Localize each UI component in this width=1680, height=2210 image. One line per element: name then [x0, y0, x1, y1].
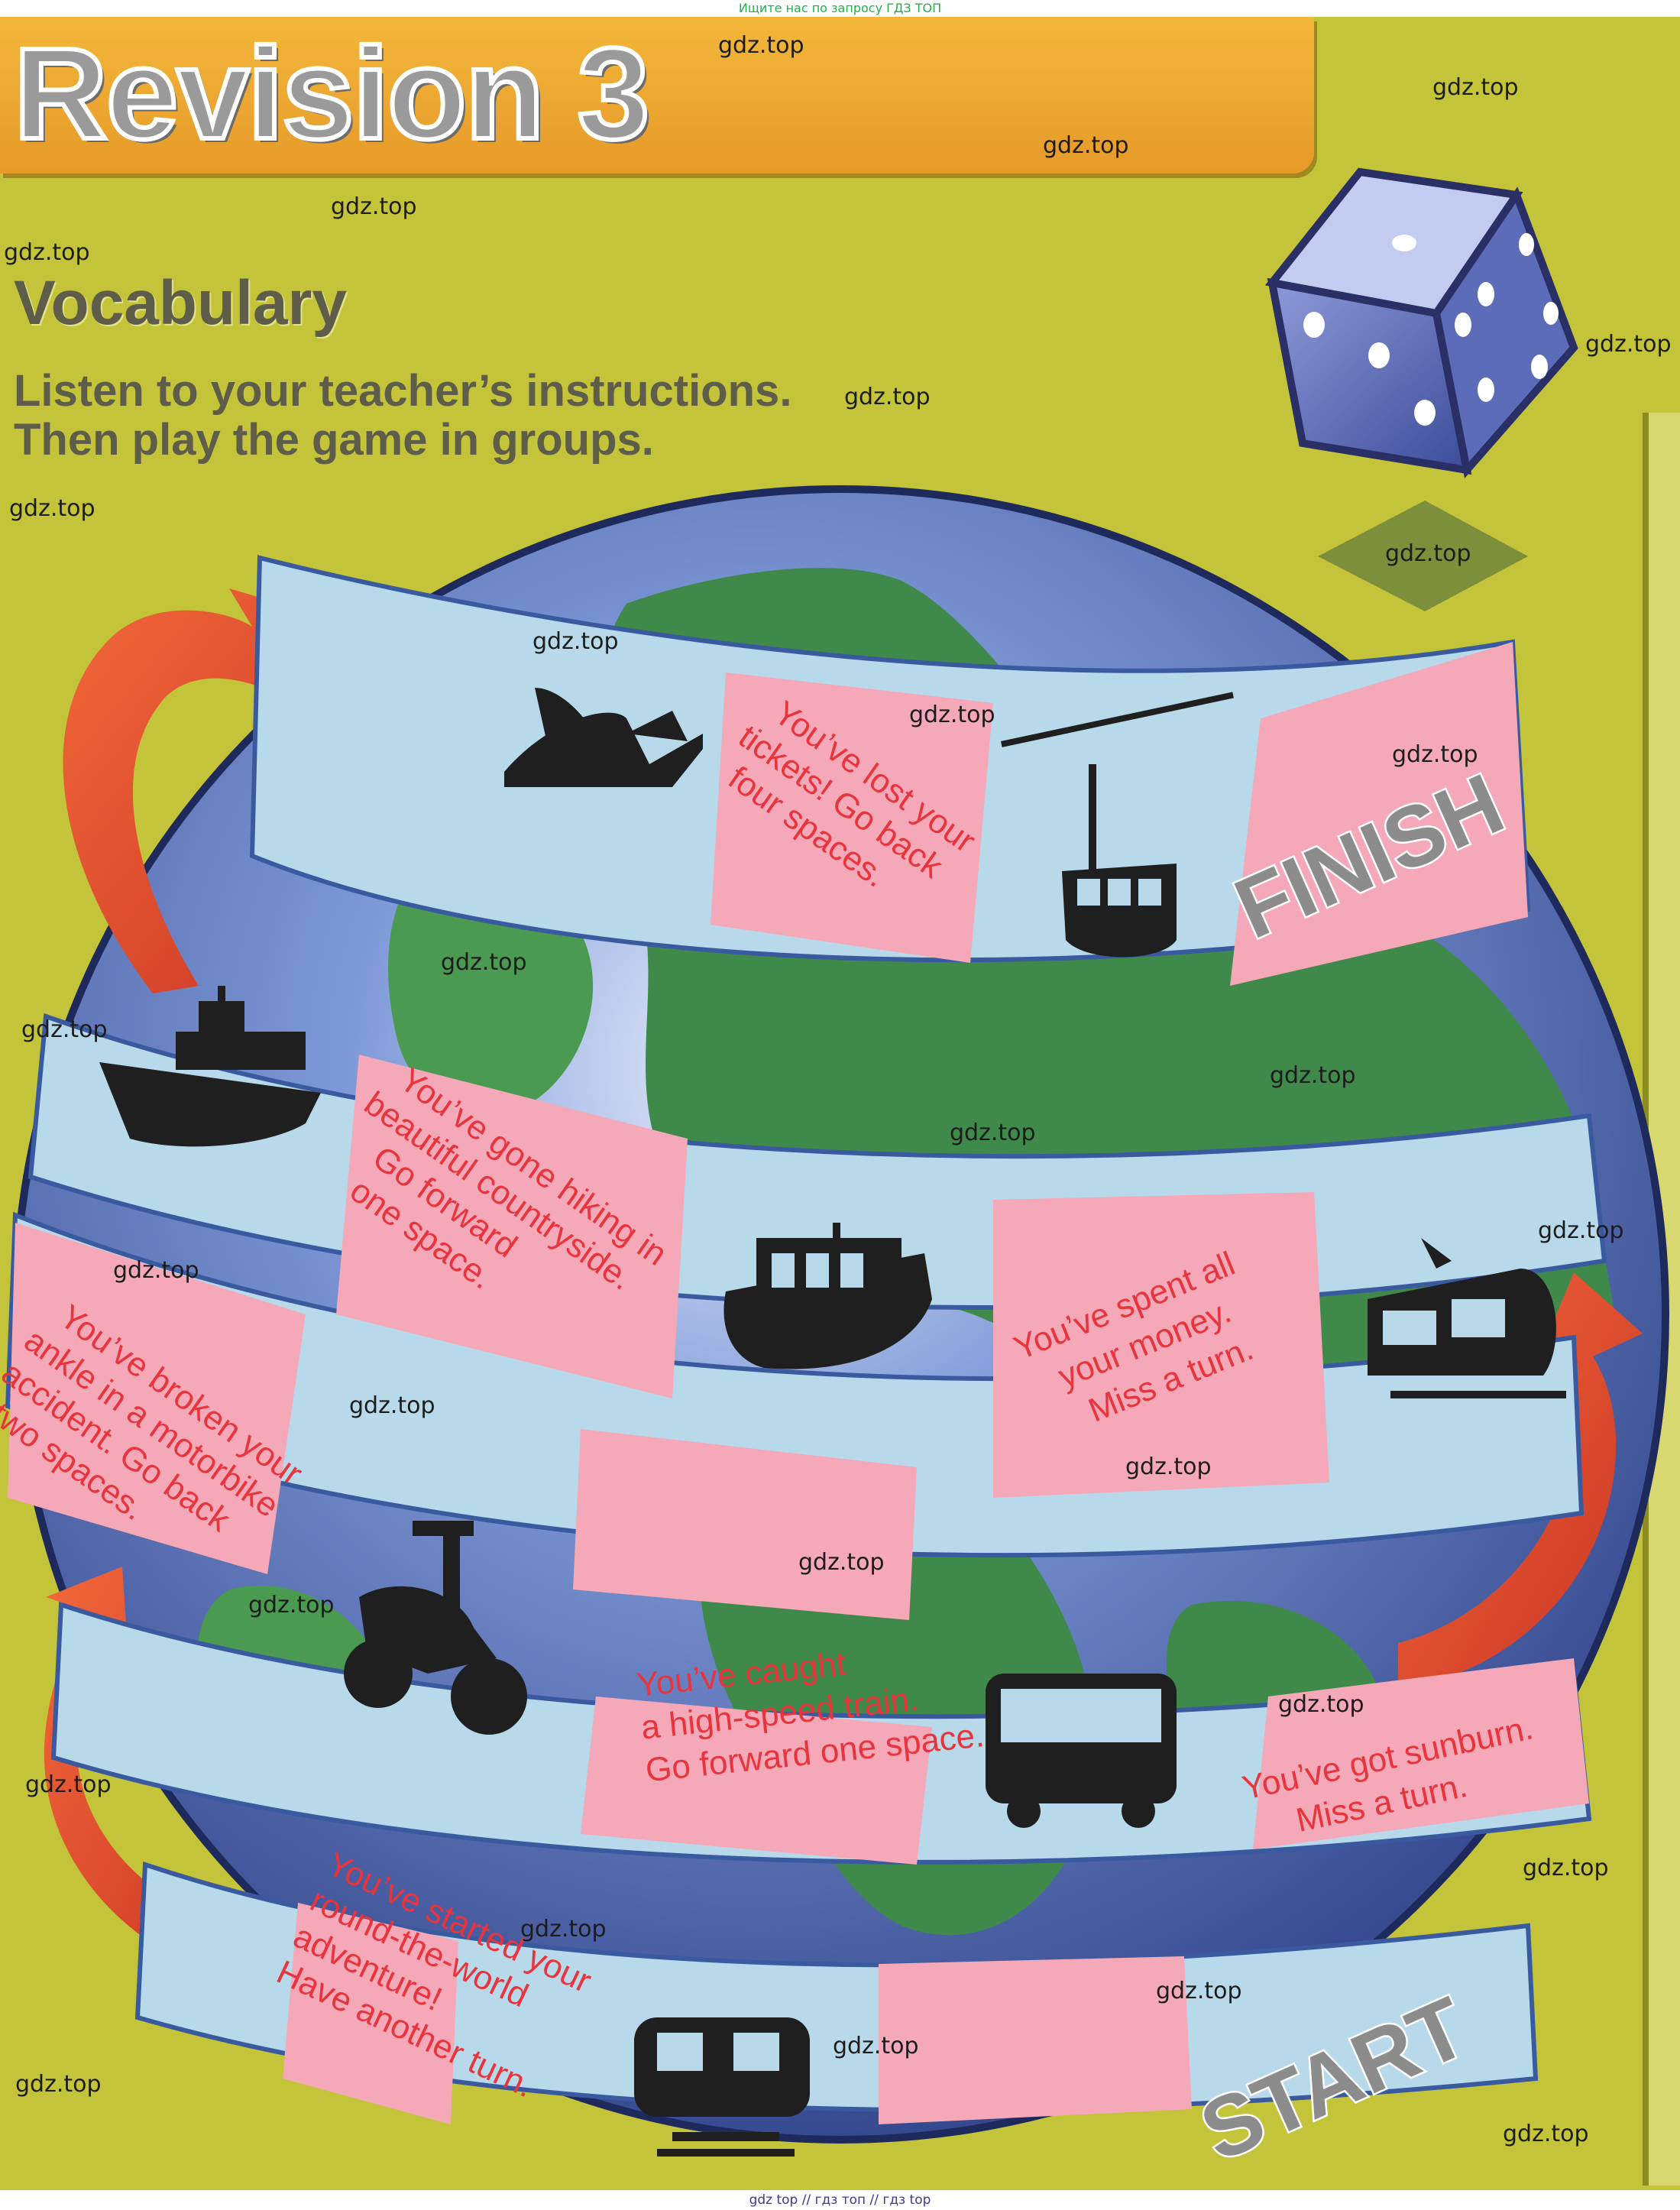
- boat-icon: [723, 1223, 932, 1369]
- watermark: gdz.top: [833, 2033, 919, 2059]
- instruction-line-2: Then play the game in groups.: [14, 415, 654, 465]
- watermark: gdz.top: [520, 1916, 607, 1943]
- watermark: gdz.top: [950, 1120, 1036, 1146]
- watermark: gdz.top: [844, 384, 931, 410]
- dice-icon: [1264, 167, 1578, 478]
- watermark: gdz.top: [1043, 132, 1129, 159]
- watermark: gdz.top: [21, 1016, 108, 1043]
- band-2: [50, 1601, 1592, 1865]
- top-note: Ищите нас по запросу ГДЗ ТОП: [0, 0, 1680, 17]
- scooter-icon: [344, 1521, 527, 1735]
- watermark: gdz.top: [1538, 1217, 1624, 1244]
- watermark: gdz.top: [25, 1771, 112, 1798]
- bottom-note: gdz top // гдз топ // гдз top: [0, 2190, 1680, 2210]
- band-1: [134, 1861, 1539, 2124]
- watermark: gdz.top: [349, 1392, 435, 1419]
- watermark: gdz.top: [1503, 2121, 1589, 2147]
- watermark: gdz.top: [532, 628, 619, 655]
- watermark: gdz.top: [798, 1549, 885, 1576]
- watermark: gdz.top: [441, 949, 527, 976]
- watermark: gdz.top: [1278, 1691, 1364, 1718]
- band-4: [28, 1013, 1607, 1498]
- watermark: gdz.top: [1392, 741, 1478, 768]
- instructions: Listen to your teacher’s instructions. T…: [14, 367, 816, 465]
- ship-icon: [99, 986, 321, 1147]
- arrow-right-upper: [1398, 1272, 1643, 1689]
- watermark: gdz.top: [1270, 1062, 1356, 1089]
- watermark: gdz.top: [113, 1257, 199, 1284]
- train-icon: [634, 2017, 810, 2157]
- bus-icon: [986, 1674, 1177, 1828]
- watermark: gdz.top: [1523, 1855, 1609, 1881]
- dice-shadow: [1318, 501, 1528, 611]
- watermark: gdz.top: [1432, 74, 1519, 101]
- watermark: gdz.top: [4, 239, 90, 266]
- tram-icon: [1368, 1238, 1566, 1398]
- instruction-line-1: Listen to your teacher’s instructions.: [14, 366, 792, 416]
- watermark: gdz.top: [1385, 540, 1471, 567]
- watermark: gdz.top: [909, 702, 995, 728]
- watermark: gdz.top: [1125, 1453, 1212, 1480]
- watermark: gdz.top: [331, 193, 417, 220]
- arrow-bottom-left: [44, 1567, 252, 1987]
- title-banner: [0, 17, 1314, 173]
- watermark: gdz.top: [15, 2071, 102, 2098]
- plane-icon: [504, 688, 703, 787]
- cable-car-icon: [1001, 692, 1234, 958]
- watermark: gdz.top: [248, 1592, 335, 1619]
- watermark: gdz.top: [9, 495, 95, 522]
- band-5: [249, 555, 1531, 986]
- section-heading: Vocabulary: [14, 268, 347, 338]
- watermark: gdz.top: [1585, 331, 1672, 358]
- watermark: gdz.top: [718, 32, 804, 59]
- page-title: Revision 3: [11, 21, 652, 167]
- watermark: gdz.top: [1156, 1978, 1242, 2004]
